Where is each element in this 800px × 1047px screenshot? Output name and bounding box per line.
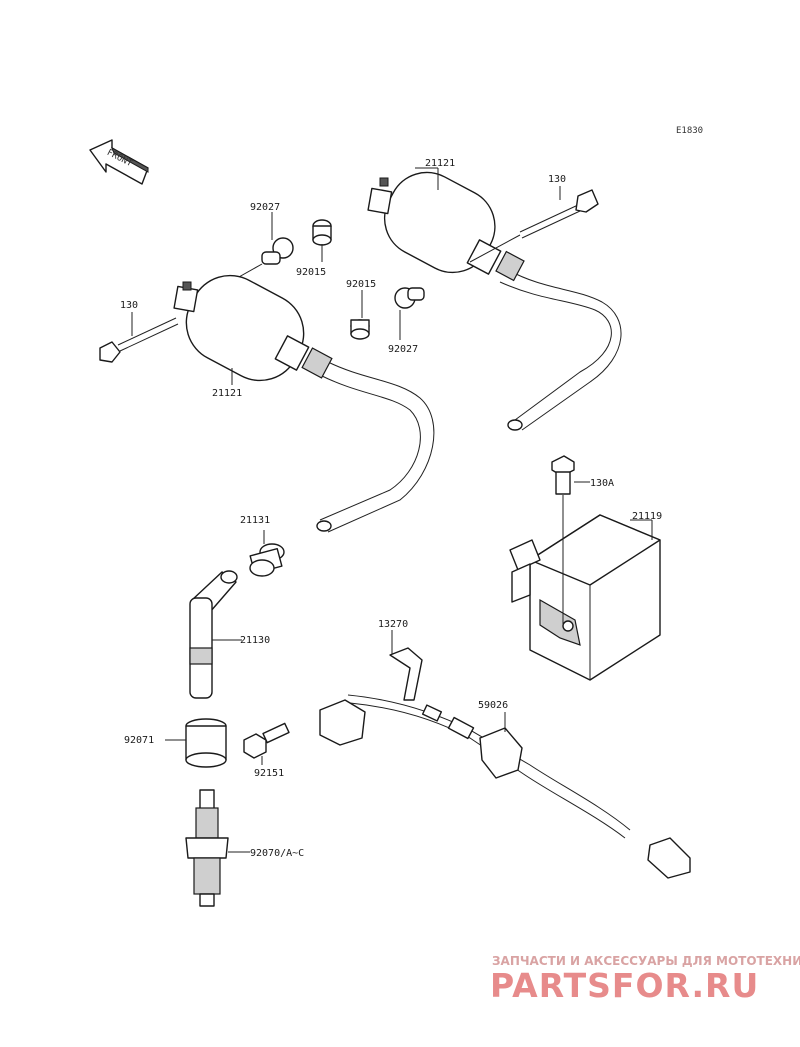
watermark-tagline: ЗАПЧАСТИ И АКСЕССУАРЫ ДЛЯ МОТОТЕХНИКИ bbox=[492, 954, 800, 968]
label-screw: 92151 bbox=[254, 768, 284, 779]
ignition-coil-upper bbox=[367, 167, 622, 431]
label-bolt-igniter: 130A bbox=[590, 478, 614, 489]
diagram-code: E1830 bbox=[676, 126, 703, 136]
label-plug-cover: 92071 bbox=[124, 735, 154, 746]
wire-harness bbox=[319, 694, 691, 879]
bolt-lower bbox=[99, 312, 179, 363]
spark-plug bbox=[185, 789, 250, 907]
label-bolt-upper: 130 bbox=[548, 174, 566, 185]
watermark-logo: PARTSFOR.RU bbox=[490, 966, 759, 1005]
label-bracket: 13270 bbox=[378, 619, 408, 630]
grommet-lower bbox=[394, 287, 425, 340]
label-grommet-upper: 92027 bbox=[250, 202, 280, 213]
bolt-igniter bbox=[551, 455, 590, 495]
label-bolt-lower: 130 bbox=[120, 300, 138, 311]
bolt-upper bbox=[469, 186, 599, 263]
label-cap-seal: 21131 bbox=[240, 515, 270, 526]
screw bbox=[243, 722, 290, 765]
label-collar-lower: 92015 bbox=[346, 279, 376, 290]
plug-cap bbox=[189, 570, 242, 699]
label-spark-plug: 92070/A~C bbox=[250, 848, 304, 859]
plug-cover bbox=[165, 718, 227, 768]
grommet-upper bbox=[229, 212, 294, 283]
label-coil-upper: 21121 bbox=[425, 158, 455, 169]
collar-upper bbox=[312, 219, 332, 262]
label-plug-cap: 21130 bbox=[240, 635, 270, 646]
label-connector: 59026 bbox=[478, 700, 508, 711]
label-grommet-lower: 92027 bbox=[388, 344, 418, 355]
front-arrow-icon: FRONT bbox=[89, 139, 149, 185]
label-coil-lower: 21121 bbox=[212, 388, 242, 399]
collar-lower bbox=[350, 290, 370, 340]
ignition-coil-lower bbox=[173, 274, 435, 533]
igniter-unit bbox=[509, 495, 661, 681]
label-igniter: 21119 bbox=[632, 511, 662, 522]
label-collar-upper: 92015 bbox=[296, 267, 326, 278]
bracket bbox=[389, 630, 423, 701]
cap-seal bbox=[249, 530, 285, 577]
